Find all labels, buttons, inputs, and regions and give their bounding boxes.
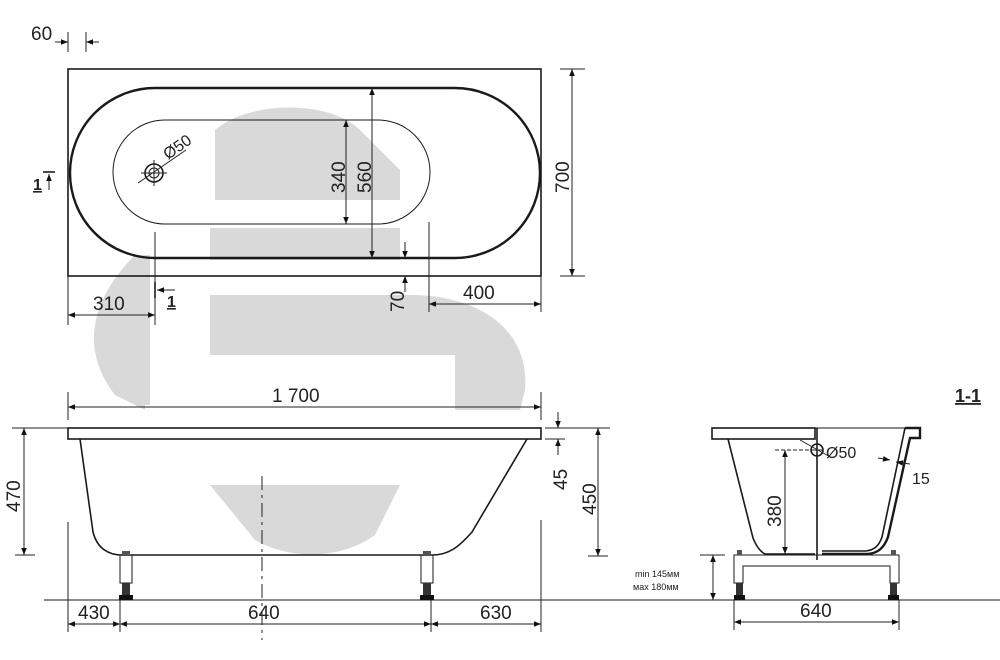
section-right-wall [822, 426, 922, 556]
plan-view: Ø50 60 340 560 700 70 400 310 [31, 24, 585, 325]
svg-text:1: 1 [33, 177, 42, 194]
leg-left [119, 551, 133, 600]
svg-text:1: 1 [167, 294, 176, 311]
inner-depth-label: 450 [580, 483, 601, 515]
leg-height-min-label: min 145мм [635, 569, 679, 579]
bottom-outline [112, 119, 431, 225]
overflow-diameter-label: Ø50 [826, 445, 856, 462]
rim-to-bowl-label: 70 [388, 291, 409, 312]
right-leg-offset-label: 630 [480, 603, 512, 624]
leg-height-max-label: мax 180мм [633, 582, 679, 592]
wall-thickness-label: 15 [912, 471, 930, 488]
tub-body-profile [79, 438, 528, 556]
drain-offset-label: 310 [93, 294, 125, 315]
overall-height-label: 470 [4, 480, 25, 512]
rim-profile [67, 427, 542, 440]
section-title: 1-1 [955, 386, 981, 406]
section-rim-left [711, 427, 816, 440]
overall-width-label: 700 [553, 161, 574, 193]
support-frame [733, 550, 900, 600]
overall-length-label: 1 700 [272, 386, 320, 407]
overflow-height-label: 380 [765, 495, 786, 527]
right-offset-label: 400 [463, 283, 495, 304]
leg-spacing-label: 640 [248, 603, 280, 624]
left-leg-offset-label: 430 [78, 603, 110, 624]
bowl-outline [68, 86, 542, 260]
section-marker-left: 1 [33, 171, 55, 194]
rim-thickness-label: 45 [551, 469, 572, 490]
rim-offset-label: 60 [31, 24, 52, 45]
inner-bottom-width-label: 340 [329, 161, 350, 193]
section-marker-bottom: 1 [154, 282, 176, 311]
drain-icon [137, 149, 187, 186]
drain-diameter-label: Ø50 [161, 132, 196, 163]
watermark-logo [93, 107, 526, 555]
section-leg-spacing-label: 640 [800, 601, 832, 622]
front-view: 1 700 470 45 [4, 386, 1000, 640]
leg-right [420, 551, 434, 600]
inner-bowl-width-label: 560 [355, 161, 376, 193]
section-view: 1-1 Ø50 15 380 [633, 386, 981, 630]
